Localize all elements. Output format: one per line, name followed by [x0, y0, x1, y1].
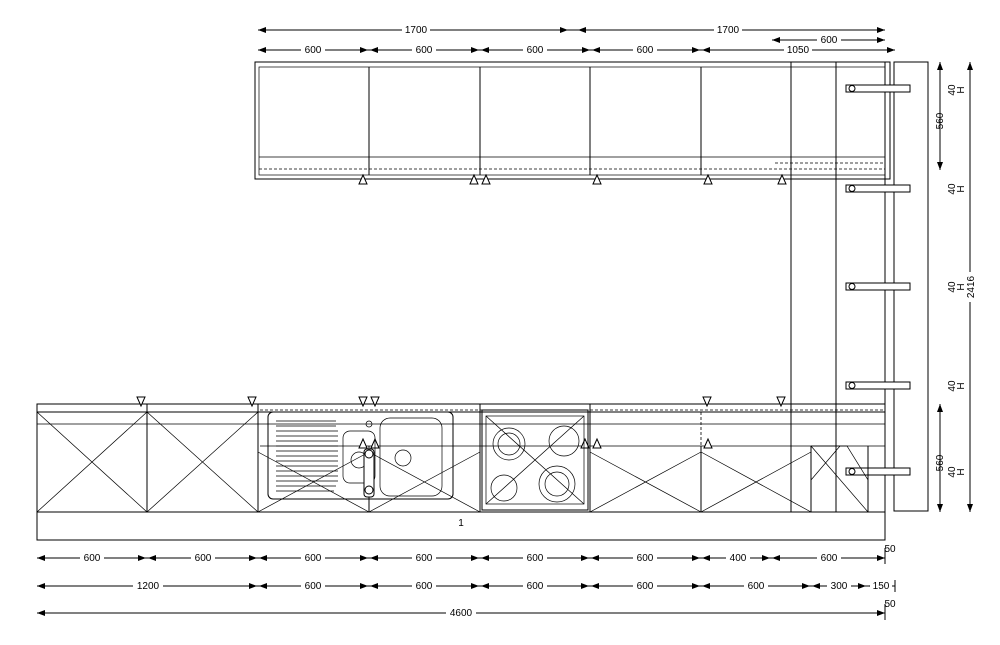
shelf-height-label-3: 40 H — [947, 281, 967, 293]
dim-label-bottom-1-h: 600 — [821, 553, 838, 564]
door-cross-3 — [257, 451, 370, 513]
shelf-rail-1 — [845, 84, 911, 93]
dim-label-top-1050: 1050 — [787, 45, 810, 56]
shelf-rail-5 — [845, 467, 911, 476]
shelf-height-marker-3: H — [956, 283, 967, 290]
cooktop-cross — [485, 415, 585, 505]
shelf-height-label-5: 40 H — [947, 466, 967, 478]
sink-drainboard — [276, 420, 338, 492]
dim-label-top-1700-a: 1700 — [405, 25, 428, 36]
shelf-height-value-4: 40 — [947, 380, 958, 392]
plinth: 1 — [36, 511, 886, 541]
faucet-icon — [363, 448, 375, 498]
dim-label-lower-560: 560 — [935, 454, 946, 471]
top-dimensions: 1700 1700 600 600 600 600 1050 600 — [258, 23, 895, 56]
dim-label-bottom-2-g: 300 — [831, 581, 848, 592]
shelf-height-value-5: 40 — [947, 466, 958, 478]
plinth-label: 1 — [458, 518, 464, 529]
cooktop — [481, 409, 589, 511]
shelf-height-label-2: 40 H — [947, 183, 967, 195]
dim-label-bottom-1-a: 600 — [84, 553, 101, 564]
plinth-board — [36, 511, 886, 541]
shelf-rail-4 — [845, 381, 911, 390]
dim-label-top-600-d: 600 — [637, 45, 654, 56]
base-cabinets — [36, 396, 886, 513]
dim-label-top-600-b: 600 — [416, 45, 433, 56]
wall-cabinets — [254, 61, 891, 185]
door-cross-2 — [146, 411, 259, 513]
dim-label-bottom-2-b: 600 — [305, 581, 322, 592]
wall-cabinet-outline — [254, 61, 891, 180]
burner-back-left-icon — [492, 427, 526, 461]
sink — [267, 411, 454, 500]
right-dimensions: 560 560 2416 40 H 40 H 40 H 40 H 40 H — [935, 62, 977, 512]
shelf-rail-2 — [845, 184, 911, 193]
door-cross-6 — [700, 451, 812, 513]
dim-label-bottom-total-end: 50 — [884, 599, 896, 610]
dim-label-bottom-2-c: 600 — [416, 581, 433, 592]
dim-label-overall-2416: 2416 — [966, 275, 977, 298]
burner-back-right-icon — [548, 425, 580, 457]
dim-label-bottom-1-d: 600 — [416, 553, 433, 564]
bottom-dimensions: 600 600 600 600 600 600 400 600 50 1200 … — [37, 544, 896, 620]
dim-arrows-bottom-1 — [37, 555, 885, 561]
door-cross-4 — [368, 451, 481, 513]
dim-arrows-bottom-2 — [37, 583, 876, 589]
corner-unit-cross — [810, 445, 869, 513]
base-hinge-markers-top — [136, 396, 786, 408]
dim-label-bottom-2-e: 600 — [637, 581, 654, 592]
dim-label-bottom-2-a: 1200 — [137, 581, 160, 592]
dim-label-top-1700-b: 1700 — [717, 25, 740, 36]
countertop — [36, 403, 886, 413]
dim-label-bottom-1-e: 600 — [527, 553, 544, 564]
tall-side-panel — [790, 61, 929, 512]
sink-small-bowl — [342, 430, 376, 484]
dim-label-bottom-2-h: 150 — [873, 581, 890, 592]
sink-drain-main — [394, 449, 412, 467]
shelf-height-label-1: 40 H — [947, 84, 967, 96]
shelf-height-marker-2: H — [956, 185, 967, 192]
shelf-height-marker-1: H — [956, 86, 967, 93]
shelf-height-value-2: 40 — [947, 183, 958, 195]
sink-frame — [267, 411, 454, 500]
shelf-height-value-3: 40 — [947, 281, 958, 293]
dim-label-top-600-c: 600 — [527, 45, 544, 56]
dim-label-bottom-2-f: 600 — [748, 581, 765, 592]
wall-hinge-markers — [358, 173, 787, 185]
dim-label-bottom-1-f: 600 — [637, 553, 654, 564]
dim-label-bottom-total: 4600 — [450, 608, 473, 619]
shelf-height-marker-5: H — [956, 468, 967, 475]
dim-label-upper-560: 560 — [935, 112, 946, 129]
dim-label-bottom-1-end: 50 — [884, 544, 896, 555]
dim-label-bottom-2-d: 600 — [527, 581, 544, 592]
sink-main-bowl — [379, 417, 443, 497]
shelf-height-marker-4: H — [956, 382, 967, 389]
burner-front-left-icon — [490, 474, 518, 502]
cooktop-frame — [481, 409, 589, 511]
dim-label-bottom-1-b: 600 — [195, 553, 212, 564]
dim-label-top-extra-600: 600 — [821, 35, 838, 46]
shelf-height-value-1: 40 — [947, 84, 958, 96]
shelf-height-label-4: 40 H — [947, 380, 967, 392]
base-hinge-markers-lower — [358, 437, 713, 449]
door-cross-1 — [36, 411, 148, 513]
dim-label-bottom-1-g: 400 — [730, 553, 747, 564]
door-cross-5 — [589, 451, 702, 513]
dim-label-bottom-1-c: 600 — [305, 553, 322, 564]
cooktop-surface — [485, 415, 585, 505]
sink-tap-hole — [365, 420, 373, 428]
shelf-rail-3 — [845, 282, 911, 291]
burner-front-right-icon — [538, 465, 576, 503]
dim-label-top-600-a: 600 — [305, 45, 322, 56]
